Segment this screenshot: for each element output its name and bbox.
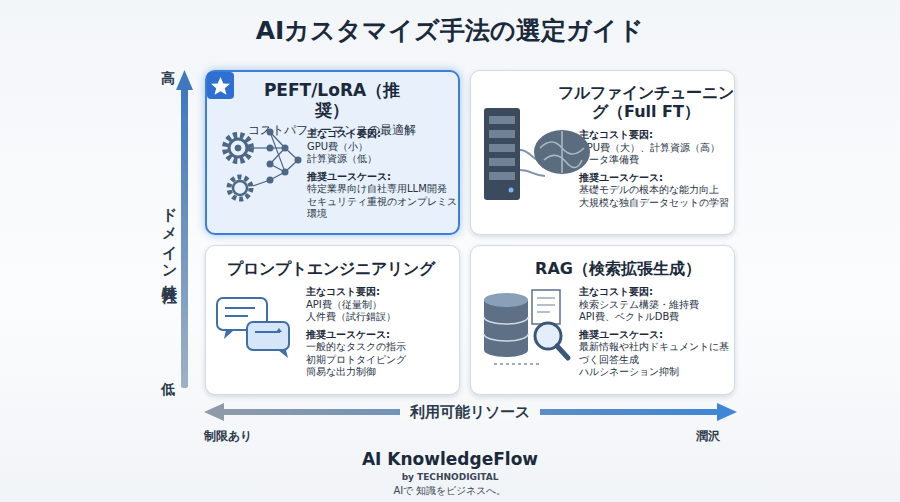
section-heading: 主なコスト要因: <box>306 286 456 299</box>
detail-group: 主なコスト要因:GPU費（大）、計算資源（高） データ準備費推奨ユースケース:基… <box>579 129 731 214</box>
recommended-badge <box>207 72 234 99</box>
horizontal-axis <box>204 403 737 421</box>
server-brain-icon <box>484 108 590 200</box>
quadrant-box: RAG（検索拡張生成） 主なコスト要因:検索システム構築・維持費 API費、ベクト… <box>470 245 735 395</box>
quadrant-box: PEFT/LoRA（推奨）コストパフォーマンスの最適解主なコスト要因:GPU費（… <box>205 70 460 235</box>
detail-group: 主なコスト要因:検索システム構築・維持費 API費、ベクトルDB費推奨ユースケー… <box>579 286 731 384</box>
axis-title: 利用可能リソース <box>400 403 540 422</box>
heading-group: RAG（検索拡張生成） <box>518 259 718 278</box>
section-body: 基礎モデルの根本的な能力向上 大規模な独自データセットの学習 <box>579 184 731 209</box>
gear-network-icon <box>225 129 302 200</box>
section-heading: 推奨ユースケース: <box>579 329 731 342</box>
axis-title: ドメイン特異性 <box>160 197 179 279</box>
quadrant-heading: RAG（検索拡張生成） <box>518 259 718 278</box>
quadrant-heading: PEFT/LoRA（推奨） <box>247 80 417 121</box>
database-search-icon <box>484 290 568 364</box>
section-heading: 推奨ユースケース: <box>579 172 731 185</box>
quadrant-heading: フルファインチューニング（Full FT） <box>556 83 736 121</box>
detail-group: 主なコスト要因:API費（従量制） 人件費（試行錯誤） 推奨ユースケース:一般的な… <box>306 286 456 384</box>
quadrant-box: フルファインチューニング（Full FT） 主なコスト要因:GPU費（大）、計算資… <box>470 70 735 235</box>
brand-name: AI KnowledgeFlow <box>362 449 538 469</box>
section-body: 一般的なタスクの指示 初期プロトタイピング 簡易な出力制御 <box>306 341 456 379</box>
section-body: GPU費（小） 計算資源（低） <box>307 141 457 166</box>
chat-bubble-icon <box>217 298 289 358</box>
section-body: 特定業界向け自社専用LLM開発 セキュリティ重視のオンプレミス環境 <box>307 183 457 221</box>
quadrant-box: プロンプトエンジニアリング主なコスト要因:API費（従量制） 人件費（試行錯誤）… <box>205 245 460 395</box>
vertical-axis <box>176 70 193 388</box>
axis-limited-label: 制限あり <box>204 428 252 445</box>
section-heading: 推奨ユースケース: <box>307 171 457 184</box>
axis-high-label: 高 <box>161 70 175 88</box>
quadrant-heading: プロンプトエンジニアリング <box>216 259 446 278</box>
axis-low-label: 低 <box>161 381 175 399</box>
section-body: 最新情報や社内ドキュメントに基づく回答生成 ハルシネーション抑制 <box>579 341 731 379</box>
brand-byline: by TECHNODIGITAL <box>402 472 499 482</box>
section-body: 検索システム構築・維持費 API費、ベクトルDB費 <box>579 299 731 324</box>
brand-tagline: AIで 知識をビジネスへ。 <box>394 484 507 498</box>
section-heading: 主なコスト要因: <box>579 286 731 299</box>
axis-abundant-label: 潤沢 <box>696 428 720 445</box>
section-body: GPU費（大）、計算資源（高） データ準備費 <box>579 142 731 167</box>
section-heading: 主なコスト要因: <box>307 128 457 141</box>
section-body: API費（従量制） 人件費（試行錯誤） <box>306 299 456 324</box>
heading-group: プロンプトエンジニアリング <box>216 259 446 278</box>
section-heading: 推奨ユースケース: <box>306 329 456 342</box>
detail-group: 主なコスト要因:GPU費（小） 計算資源（低） 推奨ユースケース:特定業界向け自社… <box>307 128 457 226</box>
heading-group: フルファインチューニング（Full FT） <box>556 83 736 121</box>
section-heading: 主なコスト要因: <box>579 129 731 142</box>
diagram-title: AIカスタマイズ手法の選定ガイド <box>0 14 900 47</box>
